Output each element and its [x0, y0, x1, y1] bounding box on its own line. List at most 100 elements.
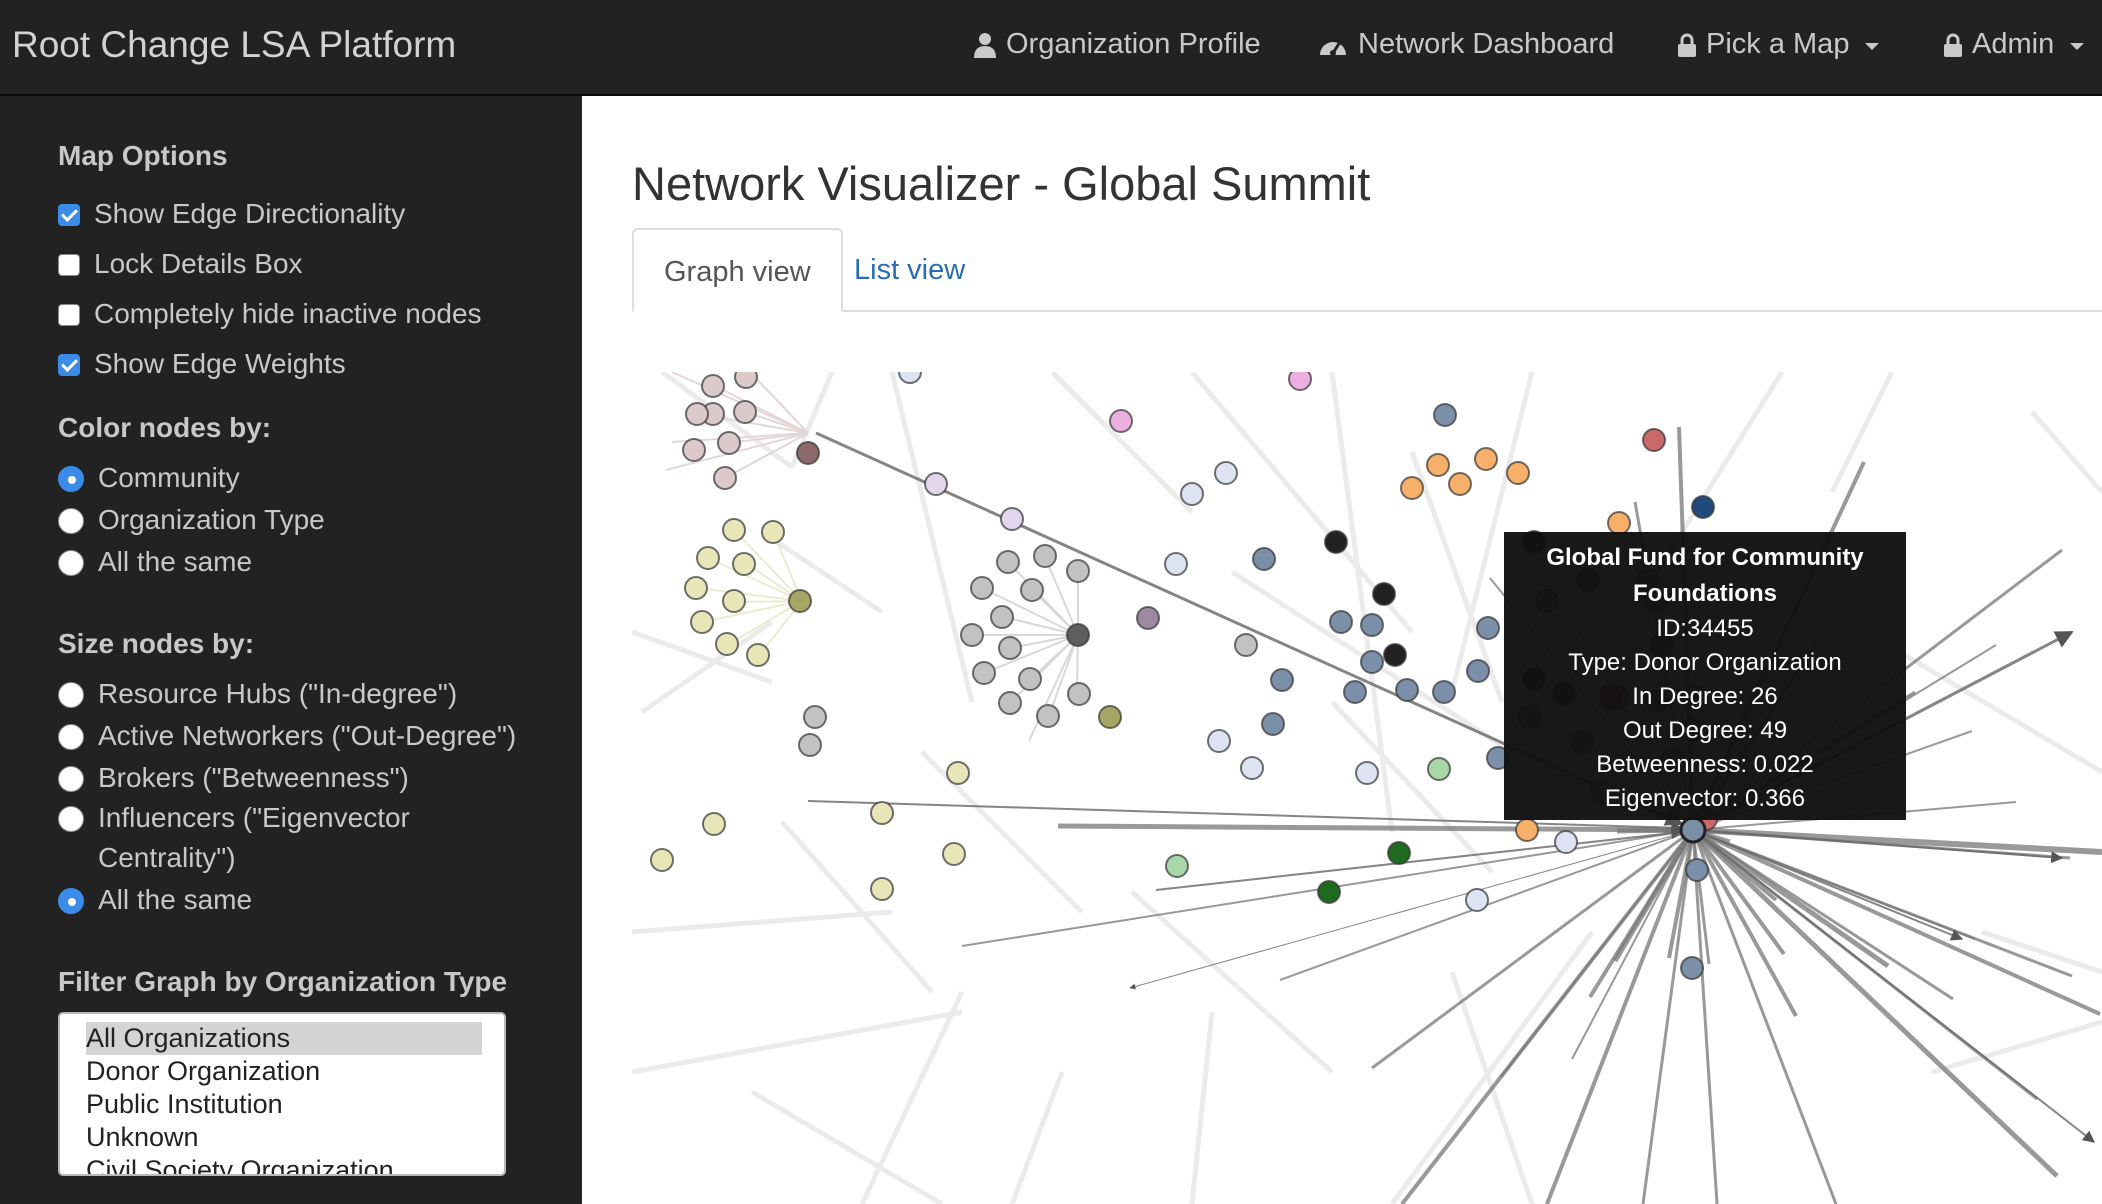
- listbox-option[interactable]: Donor Organization: [86, 1056, 321, 1086]
- network-node[interactable]: [796, 441, 820, 465]
- listbox-option[interactable]: Civil Society Organization: [86, 1155, 394, 1176]
- network-node[interactable]: [682, 438, 706, 462]
- radio-button[interactable]: [58, 466, 84, 492]
- network-node[interactable]: [1554, 830, 1578, 854]
- network-node[interactable]: [1033, 544, 1057, 568]
- listbox-option[interactable]: Unknown: [86, 1122, 199, 1152]
- nav-network-dashboard[interactable]: Network Dashboard: [1318, 28, 1614, 61]
- network-node[interactable]: [1165, 854, 1189, 878]
- network-node[interactable]: [1506, 461, 1530, 485]
- network-node[interactable]: [1427, 757, 1451, 781]
- network-node[interactable]: [1343, 680, 1367, 704]
- checkbox[interactable]: [58, 304, 80, 326]
- network-node[interactable]: [1355, 761, 1379, 785]
- size-option-out-degree[interactable]: Active Networkers ("Out-Degree"): [58, 720, 516, 752]
- network-node[interactable]: [1383, 643, 1407, 667]
- color-option-all-same[interactable]: All the same: [58, 546, 252, 578]
- network-node[interactable]: [1164, 552, 1188, 576]
- network-node[interactable]: [1180, 482, 1204, 506]
- selected-hub-node[interactable]: [1679, 816, 1707, 844]
- size-option-betweenness[interactable]: Brokers ("Betweenness"): [58, 762, 409, 794]
- network-node[interactable]: [1066, 623, 1090, 647]
- network-node[interactable]: [1136, 606, 1160, 630]
- network-node[interactable]: [1360, 650, 1384, 674]
- network-node[interactable]: [946, 761, 970, 785]
- organization-type-filter-listbox[interactable]: All Organizations Donor Organization Pub…: [58, 1012, 506, 1176]
- nav-admin-dropdown[interactable]: Admin: [1944, 28, 2085, 61]
- network-node[interactable]: [1372, 582, 1396, 606]
- checkbox[interactable]: [58, 254, 80, 276]
- network-node[interactable]: [1360, 613, 1384, 637]
- network-node[interactable]: [713, 466, 737, 490]
- checkbox[interactable]: [58, 204, 80, 226]
- option-show-edge-weights[interactable]: Show Edge Weights: [58, 348, 346, 380]
- network-node[interactable]: [1018, 667, 1042, 691]
- network-node[interactable]: [696, 546, 720, 570]
- network-node[interactable]: [960, 623, 984, 647]
- network-node[interactable]: [1288, 372, 1312, 391]
- network-node[interactable]: [1395, 678, 1419, 702]
- network-node[interactable]: [1466, 659, 1490, 683]
- network-node[interactable]: [722, 589, 746, 613]
- option-hide-inactive-nodes[interactable]: Completely hide inactive nodes: [58, 298, 482, 330]
- network-node[interactable]: [1329, 610, 1353, 634]
- network-node[interactable]: [715, 632, 739, 656]
- network-node[interactable]: [1432, 680, 1456, 704]
- network-node[interactable]: [1607, 511, 1631, 535]
- network-node[interactable]: [734, 372, 758, 389]
- nodes[interactable]: [650, 372, 1718, 980]
- network-node[interactable]: [970, 576, 994, 600]
- network-node[interactable]: [1476, 616, 1500, 640]
- network-node[interactable]: [803, 705, 827, 729]
- network-node[interactable]: [761, 520, 785, 544]
- network-node[interactable]: [942, 842, 966, 866]
- network-node[interactable]: [1465, 888, 1489, 912]
- network-node[interactable]: [990, 605, 1014, 629]
- network-node[interactable]: [1098, 705, 1122, 729]
- option-show-edge-directionality[interactable]: Show Edge Directionality: [58, 198, 405, 230]
- nav-pick-a-map-dropdown[interactable]: Pick a Map: [1678, 28, 1880, 61]
- network-node[interactable]: [1387, 841, 1411, 865]
- network-node[interactable]: [870, 877, 894, 901]
- network-node[interactable]: [1515, 818, 1539, 842]
- network-node[interactable]: [733, 400, 757, 424]
- network-node[interactable]: [798, 733, 822, 757]
- listbox-option[interactable]: Public Institution: [86, 1089, 283, 1119]
- network-node[interactable]: [722, 518, 746, 542]
- network-node[interactable]: [1252, 547, 1276, 571]
- network-graph[interactable]: [632, 372, 2102, 1204]
- network-node[interactable]: [1066, 559, 1090, 583]
- network-node[interactable]: [1207, 729, 1231, 753]
- network-node[interactable]: [1020, 578, 1044, 602]
- network-node[interactable]: [1324, 530, 1348, 554]
- network-node[interactable]: [1261, 712, 1285, 736]
- brand-title[interactable]: Root Change LSA Platform: [12, 24, 457, 65]
- listbox-option[interactable]: All Organizations: [86, 1022, 482, 1055]
- checkbox[interactable]: [58, 354, 80, 376]
- radio-button[interactable]: [58, 508, 84, 534]
- network-node[interactable]: [1680, 956, 1704, 980]
- network-node[interactable]: [685, 402, 709, 426]
- network-node[interactable]: [690, 610, 714, 634]
- nav-organization-profile[interactable]: Organization Profile: [974, 28, 1261, 61]
- network-node[interactable]: [1433, 403, 1457, 427]
- radio-button[interactable]: [58, 888, 84, 914]
- network-node[interactable]: [1067, 682, 1091, 706]
- network-node[interactable]: [924, 472, 948, 496]
- network-node[interactable]: [998, 691, 1022, 715]
- network-node[interactable]: [746, 643, 770, 667]
- network-node[interactable]: [1426, 453, 1450, 477]
- network-node[interactable]: [1691, 495, 1715, 519]
- network-node[interactable]: [1036, 704, 1060, 728]
- radio-button[interactable]: [58, 550, 84, 576]
- size-option-eigenvector[interactable]: Influencers ("Eigenvector Centrality"): [58, 802, 410, 878]
- network-node[interactable]: [1685, 858, 1709, 882]
- network-node[interactable]: [684, 576, 708, 600]
- size-option-in-degree[interactable]: Resource Hubs ("In-degree"): [58, 678, 457, 710]
- network-node[interactable]: [1240, 756, 1264, 780]
- network-node[interactable]: [732, 552, 756, 576]
- network-node[interactable]: [1234, 633, 1258, 657]
- network-node[interactable]: [717, 431, 741, 455]
- network-node[interactable]: [1448, 472, 1472, 496]
- network-node[interactable]: [972, 661, 996, 685]
